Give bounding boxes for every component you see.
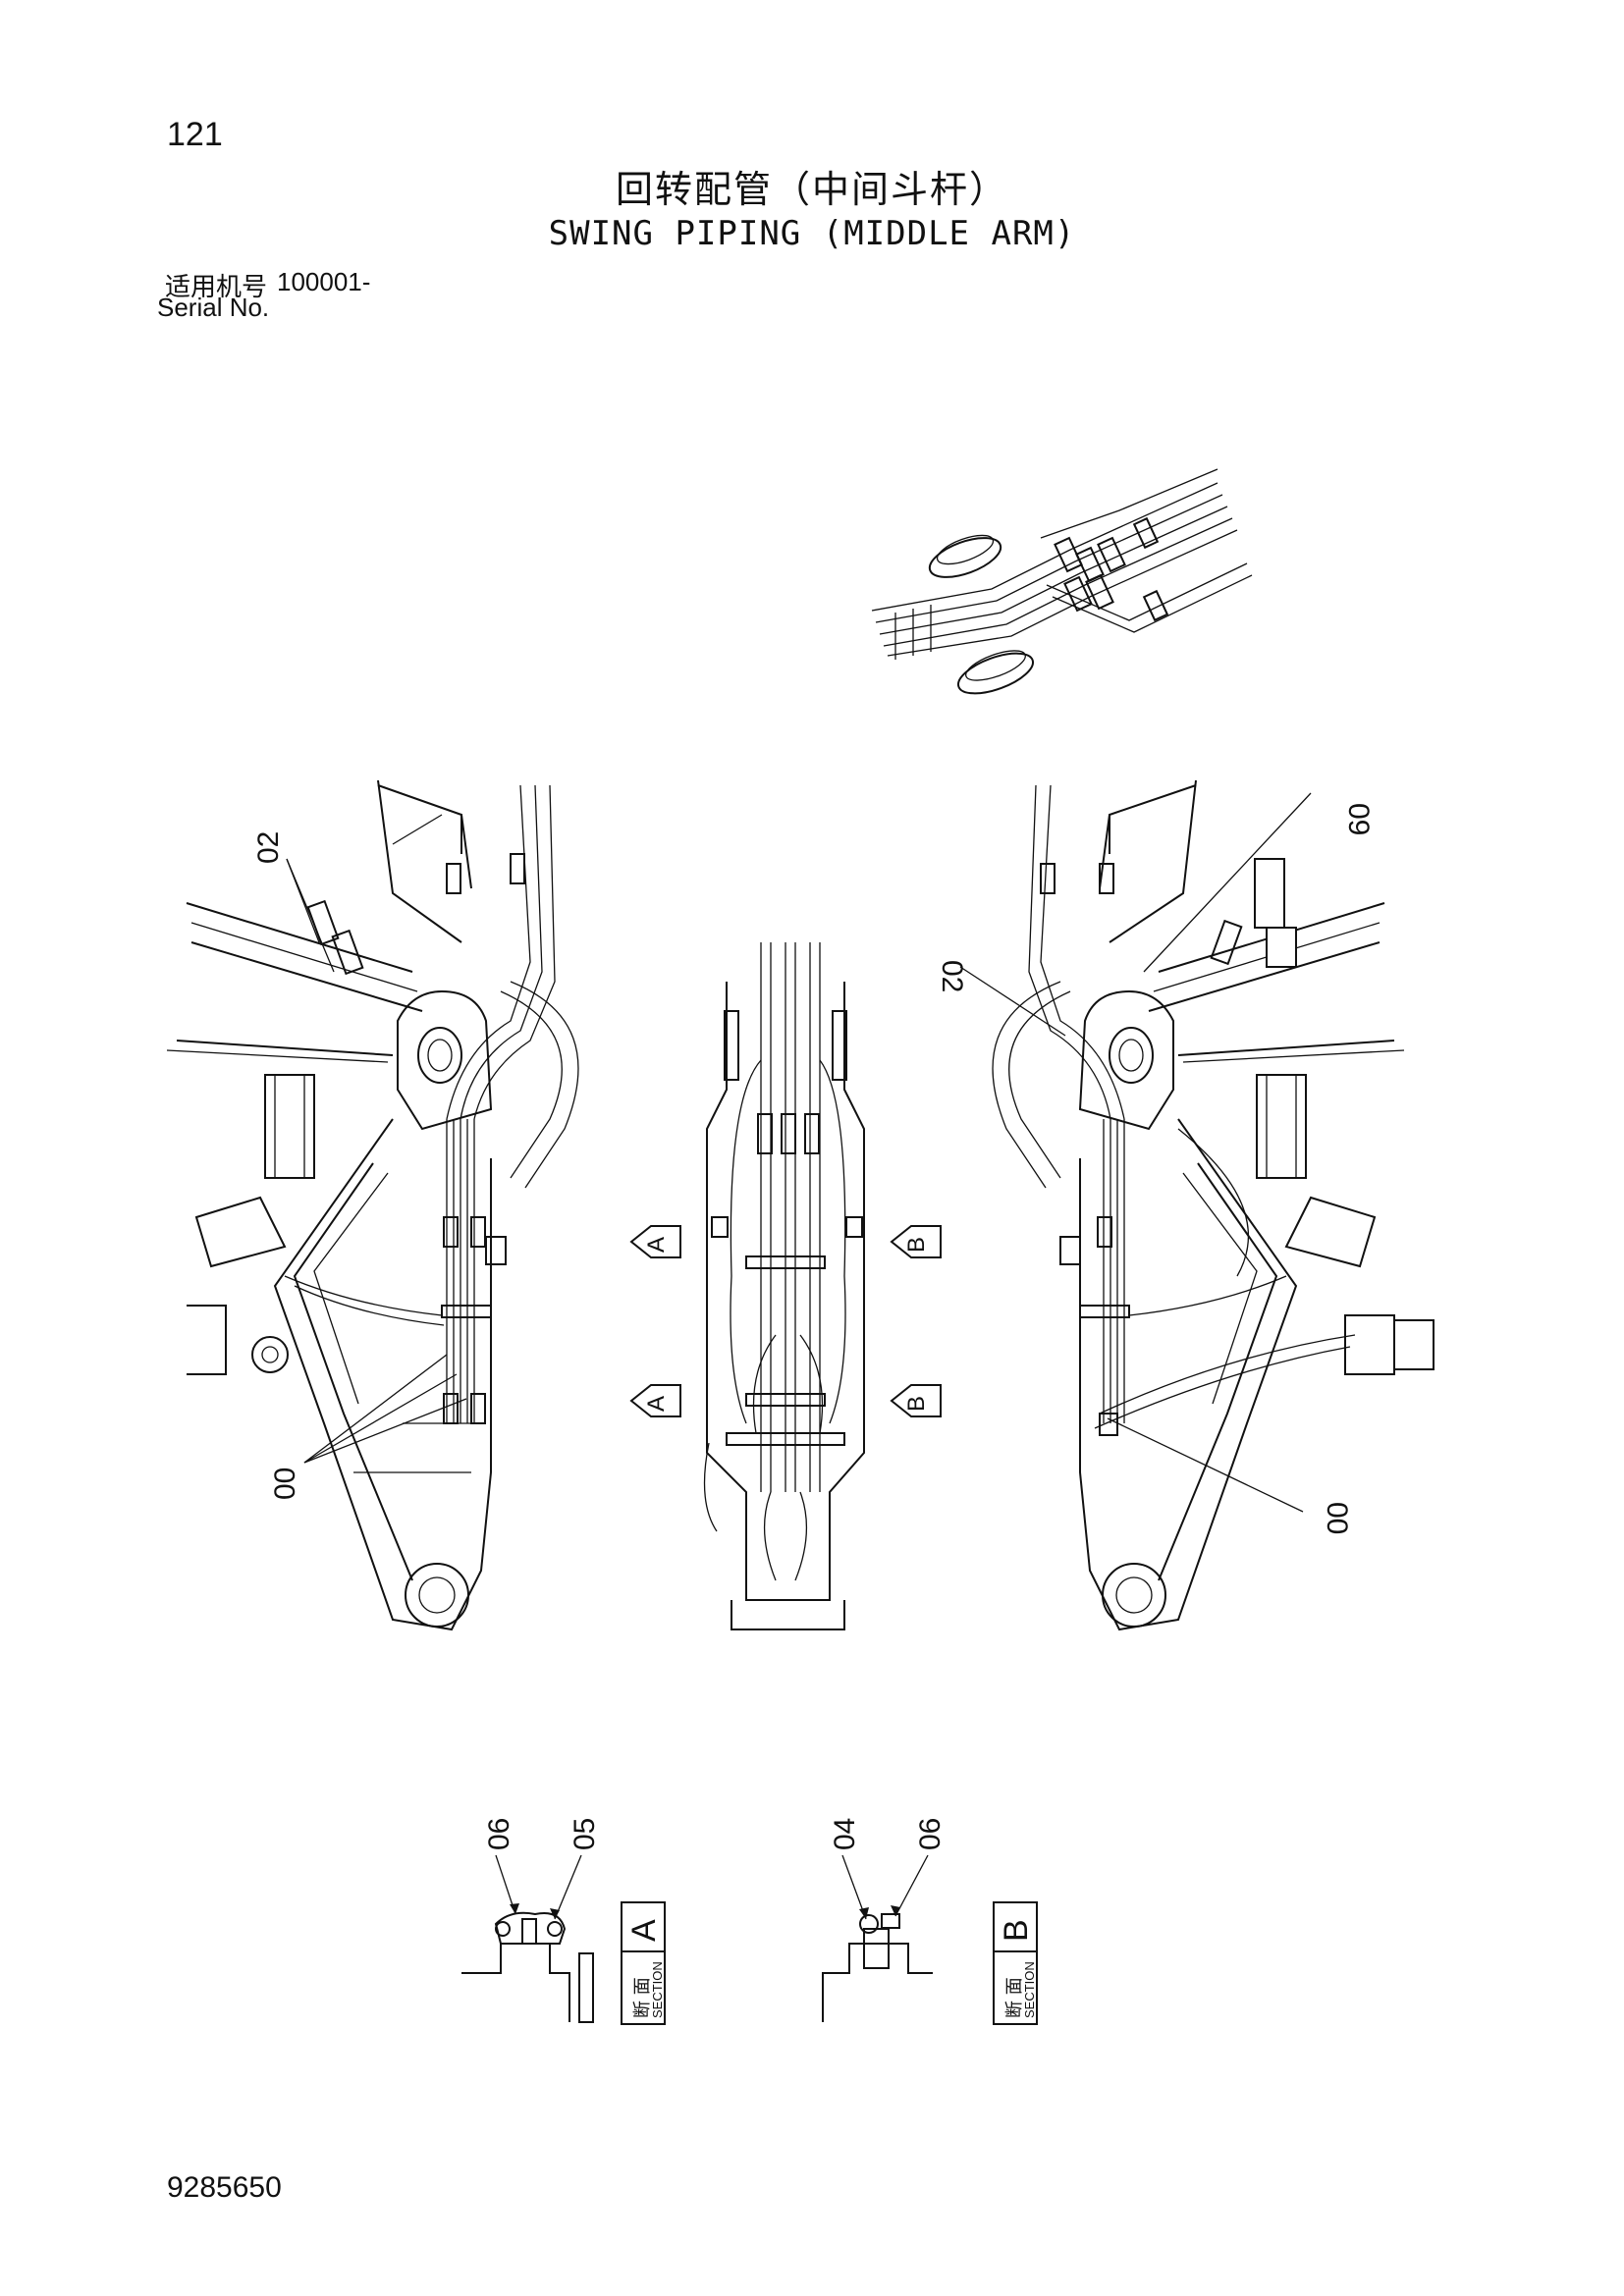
svg-text:B: B <box>903 1237 930 1253</box>
section-arrows: A A B B <box>629 1225 942 1417</box>
section-a-left-part: 06 <box>483 1818 515 1850</box>
callout-right-bottom: 00 <box>1321 1502 1353 1534</box>
section-a-label-chinese: 断 面 <box>632 1977 653 2018</box>
title-english: SWING PIPING (MIDDLE ARM) <box>548 214 1076 253</box>
left-side-view: 02 00 <box>166 779 579 1631</box>
section-arrow-b-upper: B <box>890 1225 942 1258</box>
callout-left-top: 02 <box>252 831 285 864</box>
page-number: 121 <box>167 116 223 153</box>
section-a-label-english: SECTION <box>650 1961 665 2018</box>
section-b-letter: B <box>998 1919 1035 1942</box>
svg-text:A: A <box>643 1396 670 1412</box>
svg-text:B: B <box>903 1396 930 1412</box>
title-chinese: 回转配管（中间斗杆） <box>615 168 1008 211</box>
svg-text:A: A <box>643 1237 670 1253</box>
serial-value: 100001- <box>277 267 371 296</box>
isometric-pipe-detail <box>871 468 1253 695</box>
section-b-detail: 04 06 B 断 面 SECTION <box>822 1818 1038 2025</box>
callout-left-bottom: 00 <box>269 1468 301 1500</box>
section-b-right-part: 06 <box>914 1818 947 1850</box>
callout-right-top: 09 <box>1342 803 1375 835</box>
callout-right-mid: 02 <box>936 960 968 992</box>
serial-label-english: Serial No. <box>157 293 270 322</box>
document-number: 9285650 <box>167 2171 282 2204</box>
section-b-label-english: SECTION <box>1022 1961 1037 2018</box>
section-arrow-a-upper: A <box>629 1225 681 1258</box>
center-front-view <box>703 942 865 1630</box>
section-arrow-b-lower: B <box>890 1384 942 1417</box>
section-a-letter: A <box>625 1919 663 1942</box>
section-b-label-chinese: 断 面 <box>1004 1977 1025 2018</box>
serial-label-chinese: 适用机号 <box>165 273 268 302</box>
section-arrow-a-lower: A <box>629 1384 681 1417</box>
section-a-right-part: 05 <box>568 1818 601 1850</box>
right-side-view: 09 02 00 <box>936 779 1435 1631</box>
section-a-detail: 06 05 A 断 面 SECTION <box>461 1818 666 2025</box>
section-b-left-part: 04 <box>829 1818 861 1850</box>
